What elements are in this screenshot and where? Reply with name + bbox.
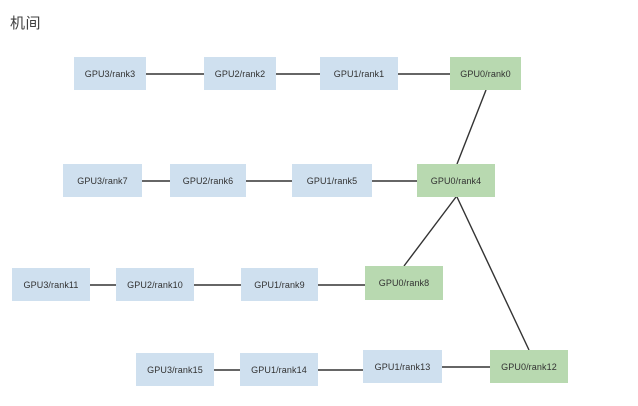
node-label: GPU2/rank10 (127, 279, 183, 290)
node-rank3[interactable]: GPU3/rank3 (74, 57, 146, 90)
node-label: GPU1/rank5 (306, 175, 358, 186)
node-rank5[interactable]: GPU1/rank5 (292, 164, 372, 197)
node-label: GPU0/rank8 (378, 278, 430, 288)
node-rank7[interactable]: GPU3/rank7 (63, 164, 142, 197)
node-label: GPU1/rank1 (333, 68, 385, 79)
node-label: GPU3/rank11 (23, 279, 79, 290)
node-rank2[interactable]: GPU2/rank2 (204, 57, 276, 90)
node-label: GPU1/rank14 (251, 364, 307, 375)
node-rank15[interactable]: GPU3/rank15 (136, 353, 214, 386)
node-rank14[interactable]: GPU1/rank14 (240, 353, 318, 386)
node-rank10[interactable]: GPU2/rank10 (116, 268, 194, 301)
node-rank9[interactable]: GPU1/rank9 (241, 268, 318, 301)
page-title: 机间 (10, 15, 42, 32)
node-rank13[interactable]: GPU1/rank13 (363, 350, 442, 383)
node-label: GPU0/rank4 (430, 175, 482, 186)
node-label: GPU1/rank9 (254, 279, 305, 290)
node-label: GPU1/rank13 (374, 361, 431, 372)
node-label: GPU3/rank15 (147, 364, 203, 375)
node-label: GPU2/rank6 (182, 175, 234, 186)
node-rank0[interactable]: GPU0/rank0 (450, 57, 521, 90)
node-rank8[interactable]: GPU0/rank8 (365, 266, 443, 300)
node-rank6[interactable]: GPU2/rank6 (170, 164, 246, 197)
node-label: GPU3/rank3 (84, 68, 136, 79)
node-label: GPU0/rank12 (501, 361, 557, 372)
node-label: GPU2/rank2 (214, 68, 266, 79)
node-rank1[interactable]: GPU1/rank1 (320, 57, 398, 90)
node-label: GPU3/rank7 (77, 175, 128, 186)
node-rank12[interactable]: GPU0/rank12 (490, 350, 568, 383)
node-label: GPU0/rank0 (460, 68, 511, 79)
node-rank11[interactable]: GPU3/rank11 (12, 268, 90, 301)
node-rank4[interactable]: GPU0/rank4 (417, 164, 495, 197)
